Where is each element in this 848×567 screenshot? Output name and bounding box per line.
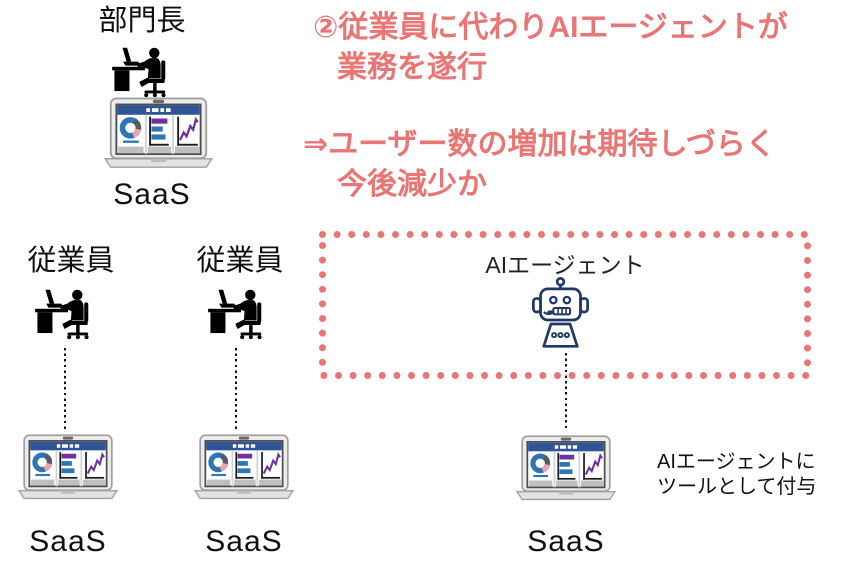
headline-line4: 今後減少か xyxy=(337,168,487,201)
dotted-connector xyxy=(565,353,567,431)
saas-dashboard-laptop-icon xyxy=(16,434,120,501)
dotted-connector xyxy=(64,348,66,432)
headline-line1: ②従業員に代わりAIエージェントが xyxy=(313,11,788,44)
agent-tool-note-line1: AIエージェントに xyxy=(657,451,816,473)
saas-dashboard-laptop-icon xyxy=(102,97,215,170)
employee-2-saas-label: SaaS xyxy=(205,525,283,558)
dotted-connector xyxy=(235,348,237,432)
saas-dashboard-laptop-icon xyxy=(514,435,618,502)
saas-dashboard-laptop-icon xyxy=(192,434,296,501)
headline-line2: 業務を遂行 xyxy=(337,51,487,84)
agent-tool-note: AIエージェントに ツールとして付与 xyxy=(657,450,816,500)
agent-saas-label: SaaS xyxy=(527,525,605,558)
person-at-desk-icon xyxy=(208,288,266,340)
agent-label: AIエージェント xyxy=(485,252,645,278)
headline-line3: ⇒ユーザー数の増加は期待しづらく xyxy=(303,128,776,161)
agent-tool-note-line2: ツールとして付与 xyxy=(657,476,817,498)
manager-saas-label: SaaS xyxy=(113,178,191,211)
person-at-desk-icon xyxy=(35,288,93,340)
employee-1-saas-label: SaaS xyxy=(29,525,107,558)
person-at-desk-icon xyxy=(112,46,170,98)
employee-1-label: 従業員 xyxy=(27,245,115,277)
agent-dotted-box xyxy=(319,231,811,379)
employee-2-label: 従業員 xyxy=(196,245,284,277)
manager-label: 部門長 xyxy=(98,5,186,37)
ai-agent-robot-icon xyxy=(527,274,594,350)
